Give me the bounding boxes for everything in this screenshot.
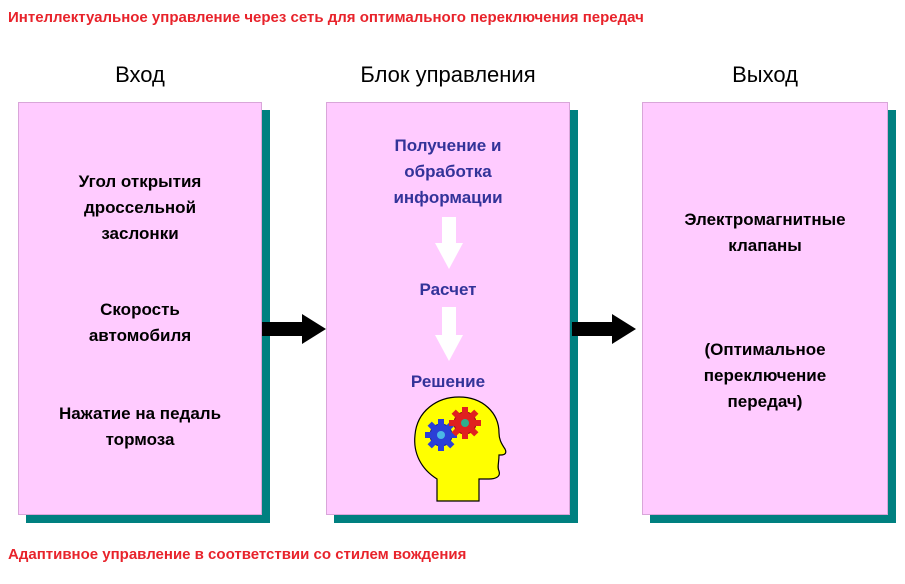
control-panel: Получение и обработка информации Расчет … <box>326 102 570 515</box>
diagram-title: Интеллектуальное управление через сеть д… <box>8 9 644 26</box>
output-column-title: Выход <box>732 62 798 87</box>
control-column-title: Блок управления <box>360 62 536 87</box>
control-step-decision: Решение <box>410 372 486 391</box>
input-item-throttle: Угол открытия дроссельной заслонки <box>78 172 202 243</box>
arrow-control-to-output <box>572 314 636 344</box>
down-arrow-2 <box>435 307 463 361</box>
input-panel: Угол открытия дроссельной заслонки Скоро… <box>18 102 262 515</box>
arrow-input-to-control <box>262 314 326 344</box>
input-item-brake: Нажатие на педаль тормоза <box>58 404 222 449</box>
output-panel: Электромагнитные клапаны (Оптимальное пе… <box>642 102 888 515</box>
head-with-gears-icon <box>414 396 507 502</box>
control-step-calc: Расчет <box>419 280 477 299</box>
down-arrow-1 <box>435 217 463 269</box>
diagram-caption: Адаптивное управление в соответствии со … <box>8 546 467 563</box>
control-step-receive: Получение и обработка информации <box>393 136 503 207</box>
output-item-shift: (Оптимальное переключение передач) <box>703 340 827 411</box>
input-item-speed: Скорость автомобиля <box>88 300 192 345</box>
input-column-title: Вход <box>115 62 165 87</box>
output-item-valves: Электромагнитные клапаны <box>684 210 846 255</box>
